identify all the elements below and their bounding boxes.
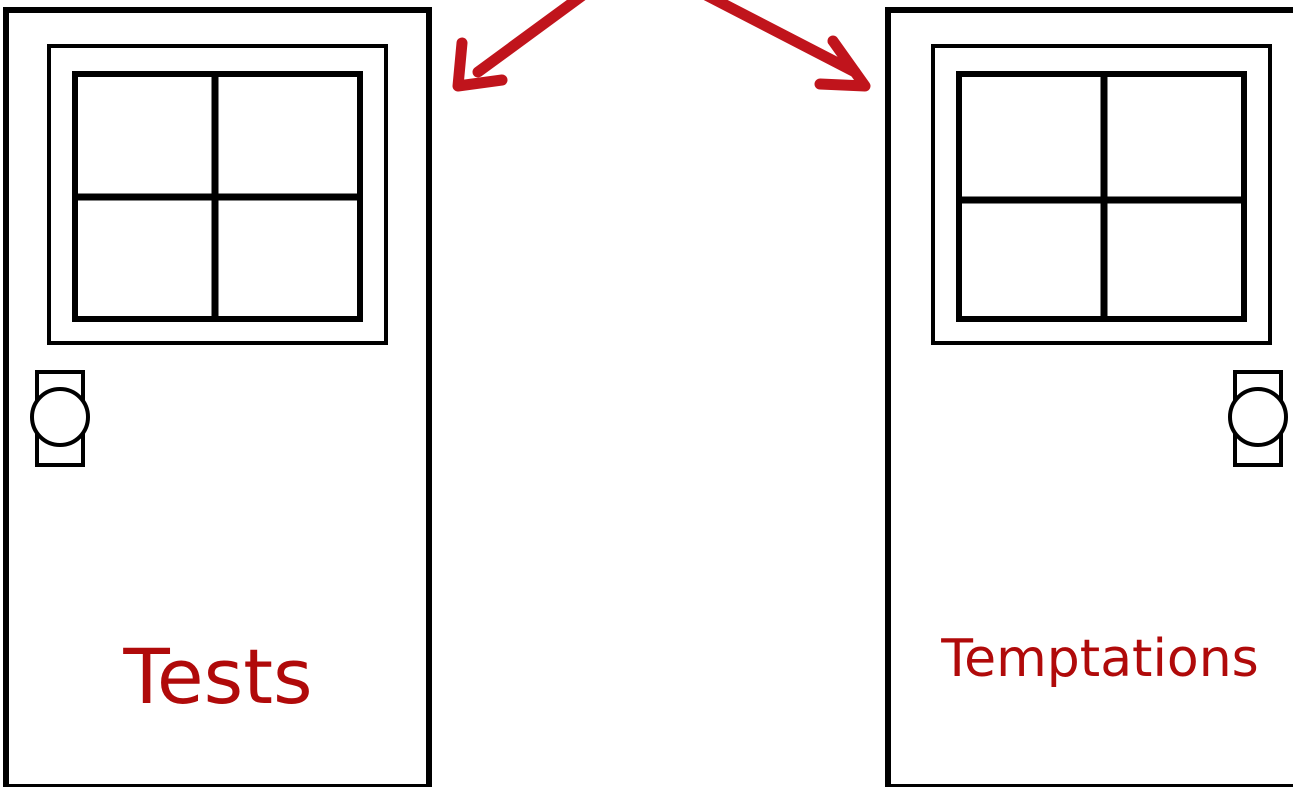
arrows — [452, 0, 871, 92]
door-left-label: Tests — [122, 632, 312, 721]
arrow-left — [452, 0, 586, 92]
door-right-label: Temptations — [940, 629, 1259, 689]
door-left-knob — [30, 370, 90, 467]
door-left: Tests — [3, 7, 432, 787]
door-right-knob — [1228, 370, 1288, 467]
arrow-right — [703, 0, 871, 92]
door-right: Temptations — [885, 7, 1293, 787]
